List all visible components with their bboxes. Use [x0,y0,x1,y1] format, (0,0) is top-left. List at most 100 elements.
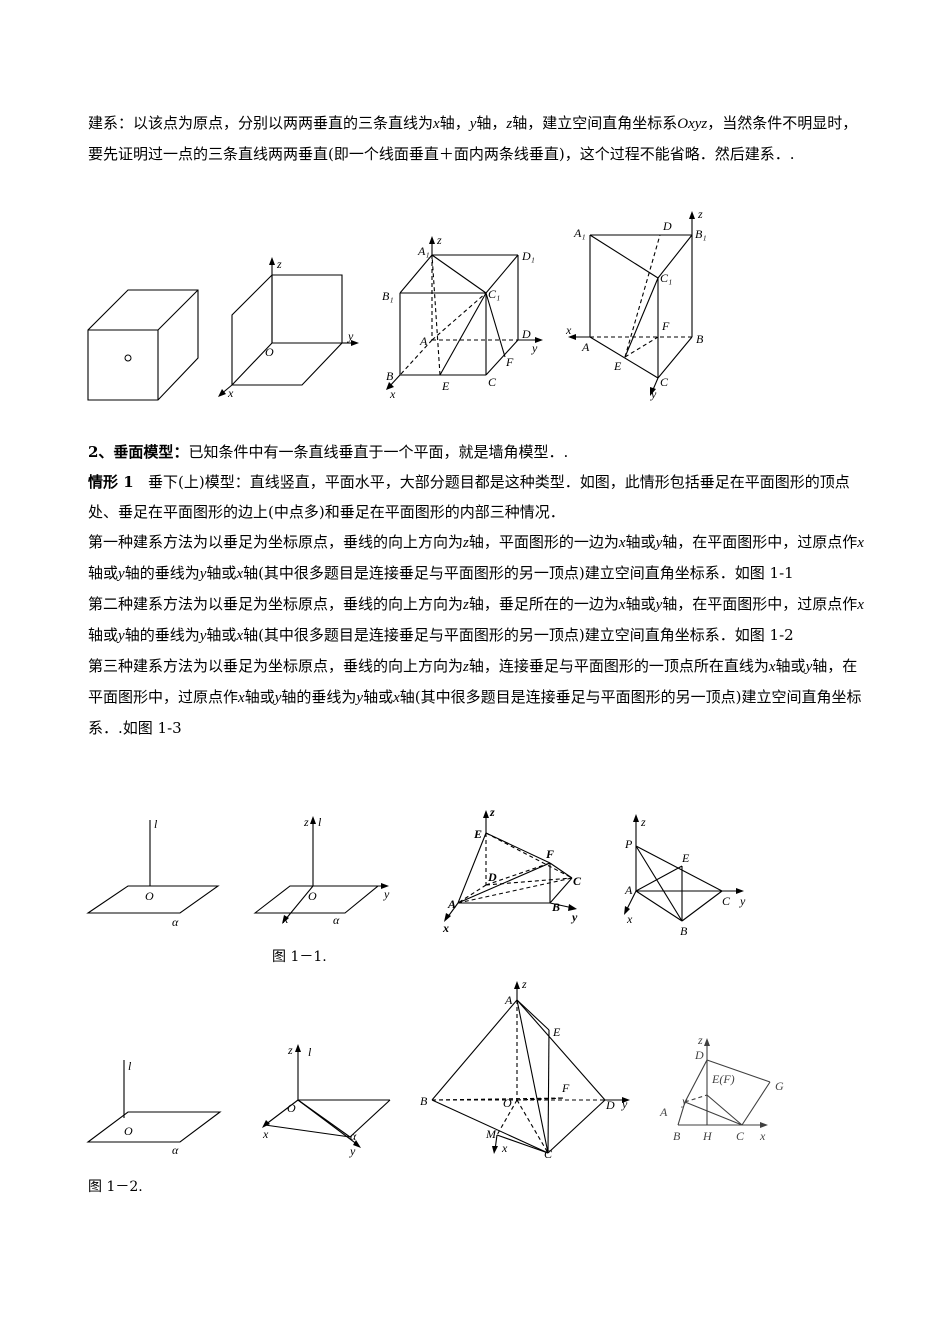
vertex-D1: D₁ [521,249,535,263]
axis-z-label: z [521,977,527,991]
vertex-G: G [775,1079,784,1093]
vertex-B1: B₁ [382,289,394,303]
intro-text-4: 轴，建立空间直角坐标系 [512,114,678,132]
case1-paragraph: 情形 1 垂下(上)模型：直线竖直，平面水平，大部分题目都是这种类型．如图，此情… [88,467,868,743]
var-x: x [433,116,440,132]
figure-row-cubes: z y x O z A₁ D₁ B₁ C₁ A D y [87,207,707,401]
cube-plain [87,289,199,401]
plane-with-axes-1: z l y O x α [253,815,390,927]
vertex-B1: B₁ [695,227,707,241]
section2-heading: 2、垂面模型： [88,443,189,461]
section2-text: 已知条件中有一条直线垂直于一个平面，就是墙角模型．. [188,443,569,461]
origin-label: O [145,889,154,903]
axis-x-label: x [626,912,633,926]
vertex-E: E [441,379,450,393]
vertex-C: C [736,1129,745,1143]
vertex-D: D [662,219,672,233]
axis-y-label: y [570,910,578,924]
vertex-B: B [551,900,560,914]
axis-y-label: y [650,387,657,401]
axis-x-label: x [262,1127,269,1141]
vertex-B: B [696,332,704,346]
section2-paragraph: 2、垂面模型：已知条件中有一条直线垂直于一个平面，就是墙角模型．. [88,437,868,467]
method1-text: 第一种建系方法为以垂足为坐标原点，垂线的向上方向为z轴，平面图形的一边为x轴或y… [88,533,864,582]
method3-text: 第三种建系方法为以垂足为坐标原点，垂线的向上方向为z轴，连接垂足与平面图形的一顶… [88,657,862,737]
var-z: z [506,116,513,132]
case1-text: 垂下(上)模型：直线竖直，平面水平，大部分题目都是这种类型．如图，此情形包括垂足… [88,473,850,521]
axis-z-label: z [697,207,703,221]
vertex-C1: C₁ [488,287,500,301]
axis-z-label: z [276,257,282,271]
vertex-E: E [681,851,690,865]
origin-label: O [124,1124,133,1138]
axis-z-label: z [436,233,442,247]
vertex-D: D [521,327,531,341]
axis-y-label: y [531,341,538,355]
intro-text-3: 轴， [476,114,507,132]
intro-text-2: 轴， [439,114,470,132]
vertex-F: F [545,847,554,861]
origin-label: O [287,1101,296,1115]
vertex-E: E [552,1025,561,1039]
axis-z-label: z [697,1033,703,1047]
solid-abcdef: z E F C D A B y x [442,805,582,935]
var-oxyz: Oxyz [677,116,708,132]
line-l-label: l [128,1059,132,1073]
plane-alpha-label: α [350,1129,357,1143]
plane-alpha-label: α [172,915,179,929]
origin-label: O [503,1096,512,1110]
cube-abcd: z A₁ D₁ B₁ C₁ A D y F B C E x [382,233,543,401]
intro-text-1: 建系：以该点为原点，分别以两两垂直的三条直线为 [88,114,434,132]
prism-abc: z A₁ D B₁ C₁ x F B A E C y [565,207,707,401]
vertex-A1: A₁ [573,226,586,240]
figure-row-1-1: l O α z l y O x α z [86,805,746,938]
vertex-A: A [419,334,428,348]
axis-z-label: z [640,815,646,829]
axis-x-label: x [442,921,449,935]
octahedron: z A E F B O D y M x C [420,977,630,1161]
var-y: y [469,116,477,132]
method2-text: 第二种建系方法为以垂足为坐标原点，垂线的向上方向为z轴，垂足所在的一边为x轴或y… [88,595,864,644]
axis-y-label: y [383,887,390,901]
vertex-H: H [702,1129,713,1143]
line-l-label: l [154,817,158,831]
vertex-A: A [659,1105,668,1119]
line-l-label: l [308,1045,312,1059]
prism-defg: z D G E(F) y A B H C x [659,1033,784,1143]
vertex-E: E [473,827,482,841]
axis-x-label: x [565,323,572,337]
intro-paragraph: 建系：以该点为原点，分别以两两垂直的三条直线为x轴，y轴，z轴，建立空间直角坐标… [88,108,868,169]
figure-row-1-2: l O α z l O x α y [86,977,784,1161]
vertex-B: B [420,1094,428,1108]
axis-x-label: x [759,1129,766,1143]
vertex-E: E [613,359,622,373]
vertex-C: C [573,874,582,888]
vertex-A1: A₁ [417,244,430,258]
origin-label: O [265,345,274,359]
plane-with-line-2: l O α [86,1059,222,1157]
axis-x-label: x [282,912,289,926]
vertex-C: C [660,375,669,389]
plane-alpha-label: α [172,1143,179,1157]
vertex-D: D [605,1098,615,1112]
axis-y-label: y [349,1144,356,1158]
axis-z-label: z [303,815,309,829]
vertex-C: C [488,375,497,389]
axis-x-label: x [389,387,396,401]
vertex-A: A [581,340,590,354]
vertex-B: B [386,369,394,383]
vertex-C: C [544,1147,553,1161]
vertex-B: B [680,924,688,938]
caption-fig-1-2: 图 1－2. [88,1179,143,1195]
vertex-F: F [505,355,514,369]
axis-x-label: x [501,1141,508,1155]
vertex-A: A [624,883,633,897]
axis-z-label: z [489,805,495,819]
vertex-EF: E(F) [711,1072,735,1086]
case1-label: 情形 1 [88,473,134,491]
plane-with-axes-2: z l O x α y [262,1043,391,1158]
intro-text-5: ，当然条件不明显时，要先证明过一点的三条直线两两垂直(即一个线面垂直＋面内两条线… [88,114,858,163]
vertex-C1: C₁ [660,271,672,285]
vertex-F: F [561,1081,570,1095]
axis-z-label: z [287,1043,293,1057]
